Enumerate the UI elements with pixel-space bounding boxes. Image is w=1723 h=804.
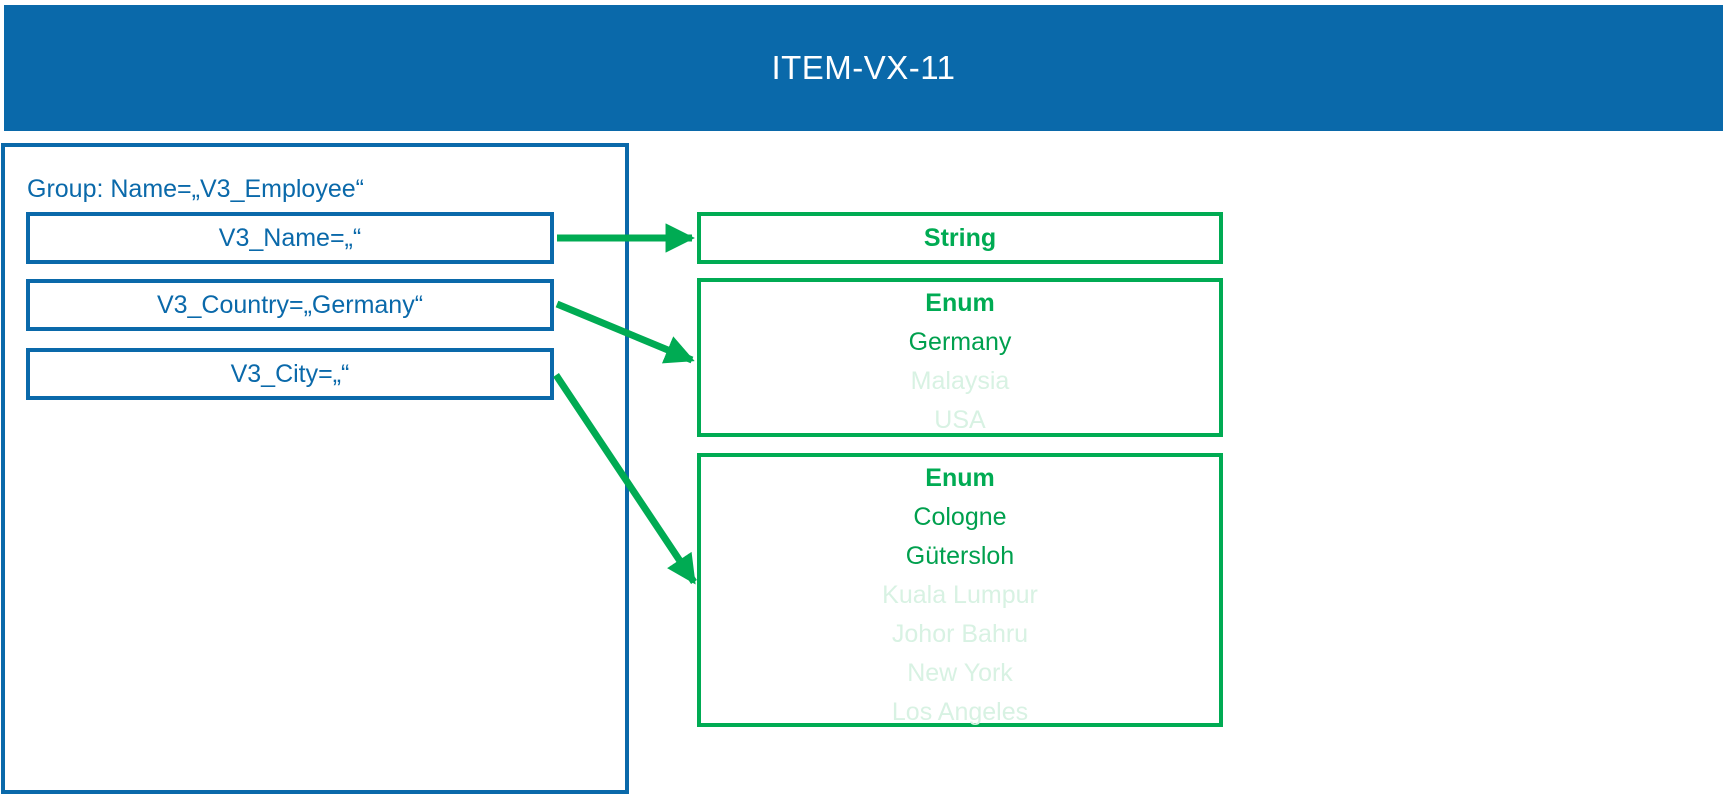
field-v3-name: V3_Name=„“ [26,212,554,264]
field-v3-country-label: V3_Country=„Germany“ [156,290,424,319]
type-title-enum-city: Enum [925,464,995,492]
type-title-enum-country: Enum [925,289,995,317]
type-box-enum-country: Enum Germany Malaysia USA [697,278,1223,437]
enum-option-malaysia: Malaysia [910,367,1010,395]
field-v3-name-label: V3_Name=„“ [218,223,362,252]
page-title: ITEM-VX-11 [771,49,956,86]
enum-option-guetersloh: Gütersloh [905,542,1015,570]
field-v3-country: V3_Country=„Germany“ [26,279,554,331]
enum-option-cologne: Cologne [913,503,1007,531]
enum-option-germany: Germany [908,328,1012,356]
field-v3-city: V3_City=„“ [26,348,554,400]
enum-option-usa: USA [934,406,986,434]
enum-option-kuala-lumpur: Kuala Lumpur [882,581,1038,609]
group-label: Group: Name=„V3_Employee“ [27,175,364,203]
group-box: Group: Name=„V3_Employee“ V3_Name=„“ V3_… [1,143,629,794]
enum-option-new-york: New York [907,659,1013,687]
enum-option-johor-bahru: Johor Bahru [891,620,1029,648]
type-box-string: String [697,212,1223,264]
title-bar: ITEM-VX-11 [4,5,1723,131]
type-box-enum-city: Enum Cologne Gütersloh Kuala Lumpur Joho… [697,453,1223,727]
type-title-string: String [923,223,997,252]
field-v3-city-label: V3_City=„“ [230,359,350,388]
enum-option-los-angeles: Los Angeles [891,698,1029,726]
